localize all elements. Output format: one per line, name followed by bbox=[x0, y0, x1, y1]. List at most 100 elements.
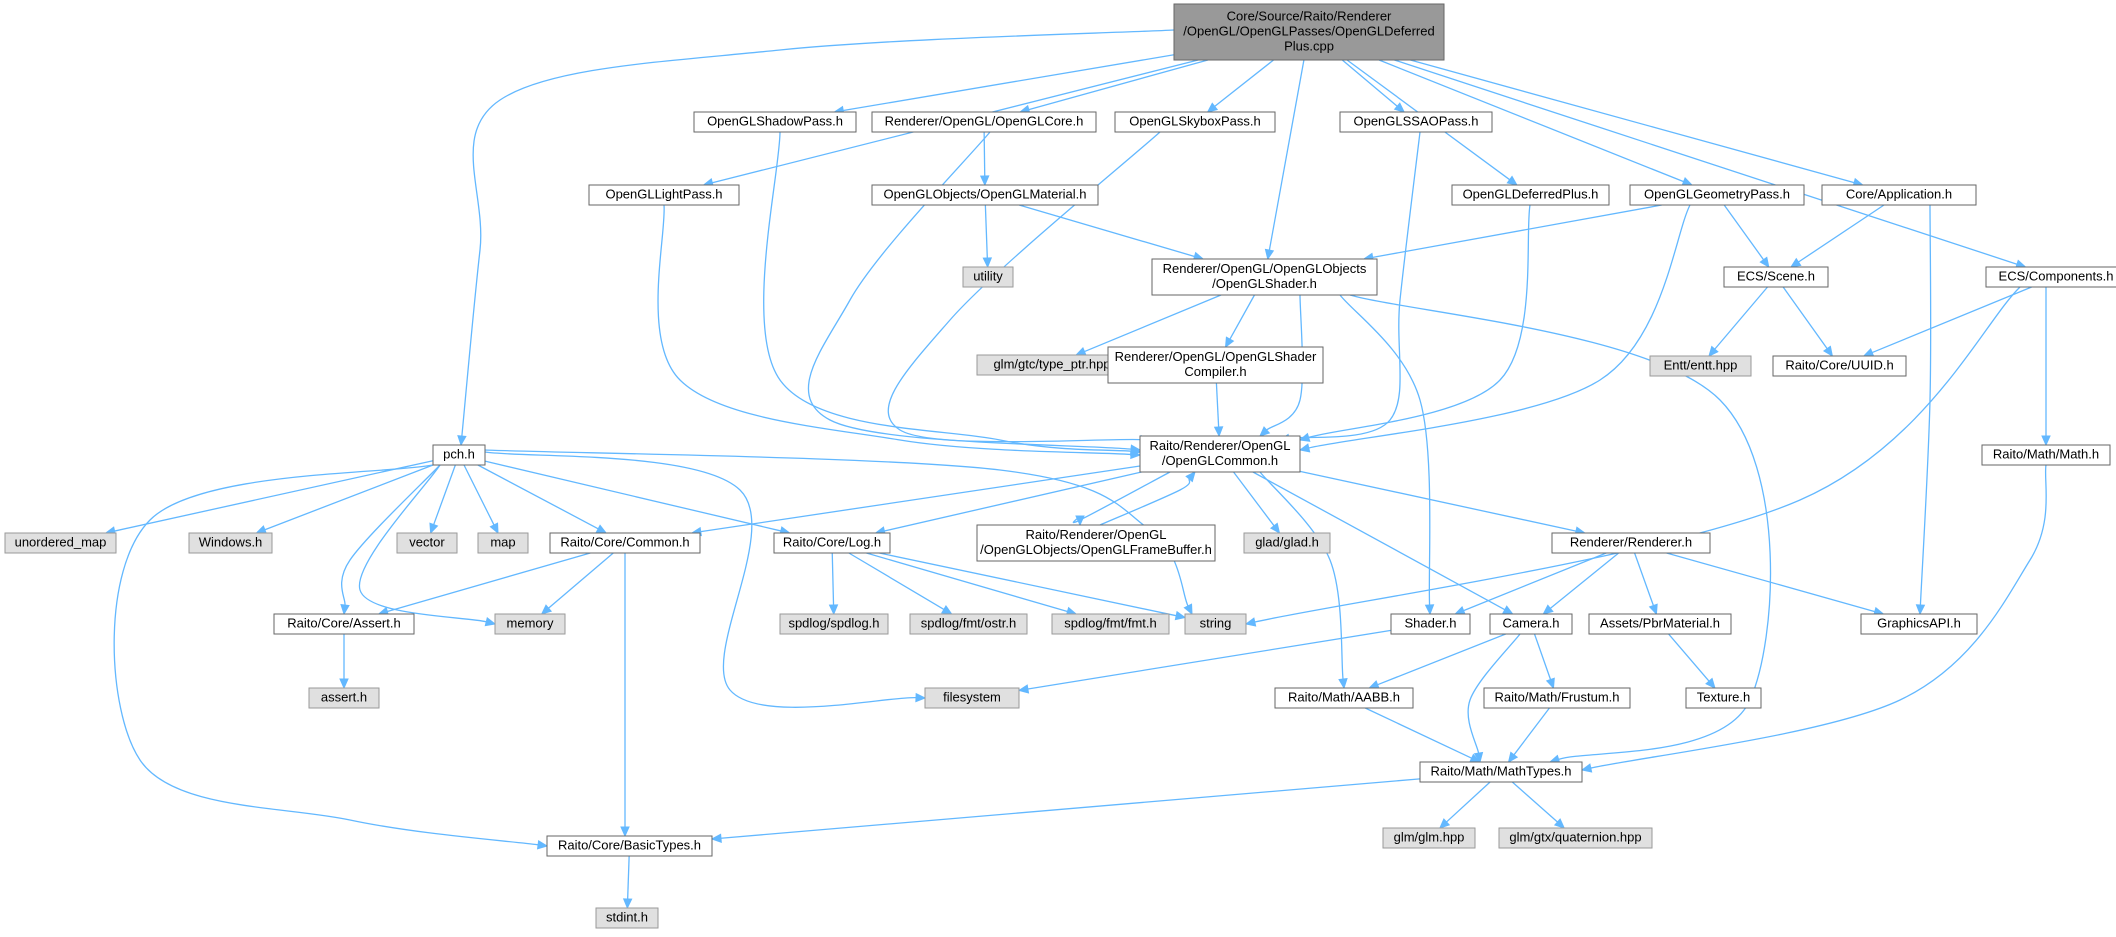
node-ssao[interactable]: OpenGLSSAOPass.h bbox=[1339, 111, 1493, 133]
node-gapi[interactable]: GraphicsAPI.h bbox=[1860, 613, 1978, 635]
node-box bbox=[871, 184, 1099, 206]
edge-line bbox=[1215, 382, 1220, 428]
node-uuid[interactable]: Raito/Core/UUID.h bbox=[1772, 355, 1907, 377]
node-umap[interactable]: unordered_map bbox=[4, 532, 117, 554]
edge-log-to-string bbox=[879, 552, 1187, 621]
node-utility[interactable]: utility bbox=[962, 266, 1014, 288]
node-box bbox=[546, 835, 713, 857]
node-corecommon[interactable]: Raito/Core/Common.h bbox=[549, 532, 701, 554]
node-label: OpenGLLightPass.h bbox=[605, 187, 722, 202]
edge-arrowhead bbox=[1789, 257, 1802, 268]
node-label: Camera.h bbox=[1502, 616, 1559, 631]
edge-line bbox=[1308, 204, 1691, 449]
edge-components-to-mathh bbox=[2041, 287, 2051, 447]
node-box bbox=[1419, 761, 1583, 783]
node-ostr[interactable]: spdlog/fmt/ostr.h bbox=[909, 613, 1028, 635]
node-glad[interactable]: glad/glad.h bbox=[1243, 532, 1331, 554]
node-glcommon[interactable]: Raito/Renderer/OpenGL/OpenGLCommon.h bbox=[1139, 435, 1301, 473]
node-material[interactable]: OpenGLObjects/OpenGLMaterial.h bbox=[871, 184, 1099, 206]
node-components[interactable]: ECS/Components.h bbox=[1985, 266, 2116, 288]
edge-lightpass-to-glcommon bbox=[657, 204, 1142, 460]
node-geompass[interactable]: OpenGLGeometryPass.h bbox=[1629, 184, 1805, 206]
node-defplus[interactable]: OpenGLDeferredPlus.h bbox=[1451, 184, 1610, 206]
node-label: OpenGLObjects/OpenGLMaterial.h bbox=[883, 187, 1086, 202]
node-stdint[interactable]: stdint.h bbox=[595, 907, 659, 929]
edge-line bbox=[1798, 204, 1885, 263]
node-box bbox=[1489, 613, 1573, 635]
node-renderer[interactable]: Renderer/Renderer.h bbox=[1551, 532, 1711, 554]
edge-arrowhead bbox=[595, 524, 608, 534]
node-root[interactable]: Core/Source/Raito/Renderer/OpenGL/OpenGL… bbox=[1173, 3, 1445, 61]
edge-line bbox=[433, 464, 456, 525]
node-glshader[interactable]: Renderer/OpenGL/OpenGLObjects/OpenGLShad… bbox=[1151, 258, 1378, 296]
node-box bbox=[693, 111, 857, 133]
node-box bbox=[1772, 355, 1907, 377]
node-box bbox=[549, 532, 701, 554]
node-pbr[interactable]: Assets/PbrMaterial.h bbox=[1588, 613, 1732, 635]
edge-line bbox=[1229, 294, 1256, 340]
node-box bbox=[924, 687, 1020, 709]
node-box bbox=[432, 444, 486, 466]
node-box bbox=[396, 532, 458, 554]
node-label: Core/Application.h bbox=[1846, 187, 1952, 202]
node-box bbox=[1243, 532, 1331, 554]
node-aabb[interactable]: Raito/Math/AABB.h bbox=[1274, 687, 1414, 709]
node-fmt[interactable]: spdlog/fmt/fmt.h bbox=[1051, 613, 1170, 635]
node-filesystem[interactable]: filesystem bbox=[924, 687, 1020, 709]
node-label: OpenGLDeferredPlus.h bbox=[1463, 187, 1599, 202]
node-pch[interactable]: pch.h bbox=[432, 444, 486, 466]
edge-line bbox=[1259, 471, 1344, 680]
node-asserth[interactable]: assert.h bbox=[308, 687, 380, 709]
node-shadowpass[interactable]: OpenGLShadowPass.h bbox=[693, 111, 857, 133]
node-memory[interactable]: memory bbox=[494, 613, 566, 635]
node-label: string bbox=[1200, 616, 1232, 631]
node-quat[interactable]: glm/gtx/quaternion.hpp bbox=[1498, 827, 1653, 849]
edge-arrowhead bbox=[982, 257, 993, 269]
node-scene[interactable]: ECS/Scene.h bbox=[1723, 266, 1829, 288]
edge-arrowhead bbox=[457, 435, 467, 447]
edge-log-to-ostr bbox=[848, 552, 953, 615]
edge-arrowhead bbox=[1075, 346, 1087, 356]
node-label: stdint.h bbox=[606, 910, 648, 925]
node-map[interactable]: map bbox=[477, 532, 529, 554]
node-label: Assets/PbrMaterial.h bbox=[1600, 616, 1720, 631]
edge-line bbox=[1339, 294, 1431, 606]
edge-line bbox=[831, 552, 835, 606]
node-lightpass[interactable]: OpenGLLightPass.h bbox=[588, 184, 740, 206]
edge-arrowhead bbox=[1017, 684, 1030, 694]
node-framebuffer[interactable]: Raito/Renderer/OpenGL/OpenGLObjects/Open… bbox=[976, 524, 1216, 562]
node-label: Raito/Math/MathTypes.h bbox=[1431, 764, 1572, 779]
node-glmhpp[interactable]: glm/glm.hpp bbox=[1382, 827, 1476, 849]
node-camera[interactable]: Camera.h bbox=[1489, 613, 1573, 635]
edge-line bbox=[879, 552, 1177, 617]
node-string[interactable]: string bbox=[1184, 613, 1247, 635]
edge-renderer-to-shader bbox=[1454, 552, 1607, 615]
edge-arrowhead bbox=[941, 605, 953, 615]
edge-skybox-to-glcommon bbox=[887, 131, 1161, 445]
edge-arrowhead bbox=[1244, 617, 1257, 627]
node-log[interactable]: Raito/Core/Log.h bbox=[773, 532, 891, 554]
edge-line bbox=[1410, 59, 1855, 184]
node-entt[interactable]: Entt/entt.hpp bbox=[1649, 355, 1752, 377]
edge-arrowhead bbox=[1862, 347, 1875, 357]
node-shader[interactable]: Shader.h bbox=[1390, 613, 1471, 635]
node-spdlog[interactable]: spdlog/spdlog.h bbox=[779, 613, 889, 635]
node-basictypes[interactable]: Raito/Core/BasicTypes.h bbox=[546, 835, 713, 857]
node-typeptr[interactable]: glm/gtc/type_ptr.hpp bbox=[976, 354, 1128, 376]
node-glcore[interactable]: Renderer/OpenGL/OpenGLCore.h bbox=[871, 111, 1097, 133]
node-assert[interactable]: Raito/Core/Assert.h bbox=[273, 613, 415, 635]
edge-pch-to-umap bbox=[104, 460, 434, 536]
node-mathh[interactable]: Raito/Math/Math.h bbox=[1981, 444, 2111, 466]
node-mathtypes[interactable]: Raito/Math/MathTypes.h bbox=[1419, 761, 1583, 783]
node-texture[interactable]: Texture.h bbox=[1685, 687, 1762, 709]
node-windows[interactable]: Windows.h bbox=[188, 532, 273, 554]
edge-arrowhead bbox=[1705, 677, 1716, 689]
node-box bbox=[1107, 346, 1324, 384]
node-skybox[interactable]: OpenGLSkyboxPass.h bbox=[1114, 111, 1276, 133]
node-box bbox=[1629, 184, 1805, 206]
edge-glcommon-to-glad bbox=[1233, 471, 1281, 534]
node-vector[interactable]: vector bbox=[396, 532, 458, 554]
node-frustum[interactable]: Raito/Math/Frustum.h bbox=[1483, 687, 1631, 709]
node-app[interactable]: Core/Application.h bbox=[1821, 184, 1977, 206]
